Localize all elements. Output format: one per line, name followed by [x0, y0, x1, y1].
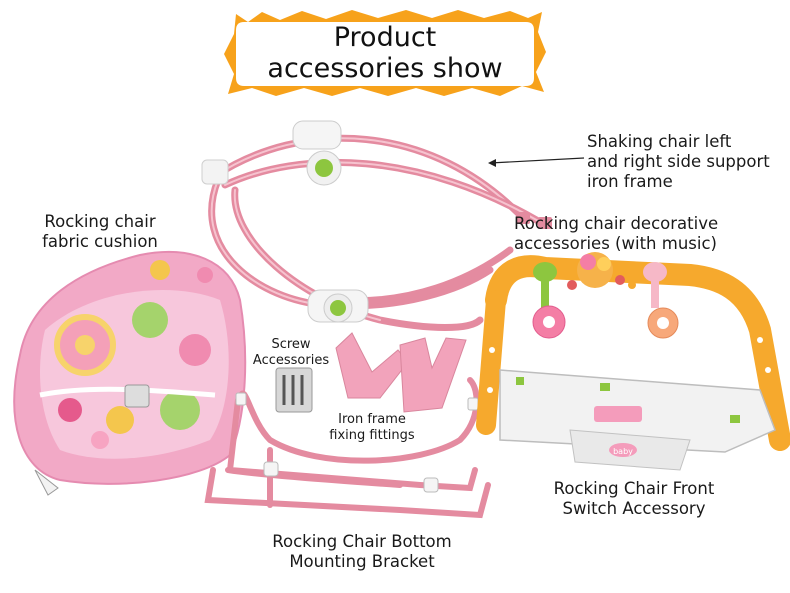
- label-line: accessories (with music): [514, 234, 717, 253]
- brand-logo-text: baby: [613, 447, 633, 456]
- label-line: and right side support: [587, 152, 770, 171]
- banner-title-line1: Product: [333, 22, 437, 53]
- label-line: Accessories: [252, 353, 330, 368]
- label-line: fixing fittings: [329, 428, 415, 443]
- decorative-accessories: [476, 252, 790, 451]
- label-front-switch: Rocking Chair Front Switch Accessory: [534, 479, 734, 519]
- label-decorative: Rocking chair decorative accessories (wi…: [514, 214, 718, 254]
- label-line: fabric cushion: [42, 232, 158, 251]
- banner-title: Product accessories show: [222, 22, 548, 84]
- label-line: Shaking chair left: [587, 132, 732, 151]
- label-line: Switch Accessory: [562, 499, 706, 518]
- flame-frame: [224, 10, 546, 96]
- label-screws: Screw Accessories: [248, 337, 334, 369]
- label-cushion: Rocking chair fabric cushion: [30, 212, 170, 252]
- label-line: Screw: [271, 337, 311, 352]
- label-line: iron frame: [587, 172, 673, 191]
- label-line: Rocking Chair Bottom: [272, 532, 452, 551]
- fixing-fittings: [335, 332, 467, 413]
- title-banner: Product accessories show: [222, 8, 548, 98]
- frame-connectors: [201, 120, 552, 323]
- fabric-cushion: [13, 251, 247, 496]
- label-line: Mounting Bracket: [289, 552, 435, 571]
- screw-accessories: [275, 367, 313, 413]
- bottom-bracket: [204, 377, 491, 519]
- label-line: Rocking chair decorative: [514, 214, 719, 233]
- bracket-clips: [235, 392, 479, 493]
- label-line: Iron frame: [338, 412, 406, 427]
- label-line: Rocking Chair Front: [553, 479, 715, 498]
- front-switch-tray: baby: [499, 369, 776, 471]
- label-line: Rocking chair: [44, 212, 156, 231]
- annotation-arrow: [488, 157, 585, 167]
- label-side-frame: Shaking chair left and right side suppor…: [587, 132, 770, 192]
- label-bottom-bracket: Rocking Chair Bottom Mounting Bracket: [255, 532, 469, 572]
- label-fittings: Iron frame fixing fittings: [322, 412, 422, 444]
- banner-title-line2: accessories show: [267, 53, 503, 84]
